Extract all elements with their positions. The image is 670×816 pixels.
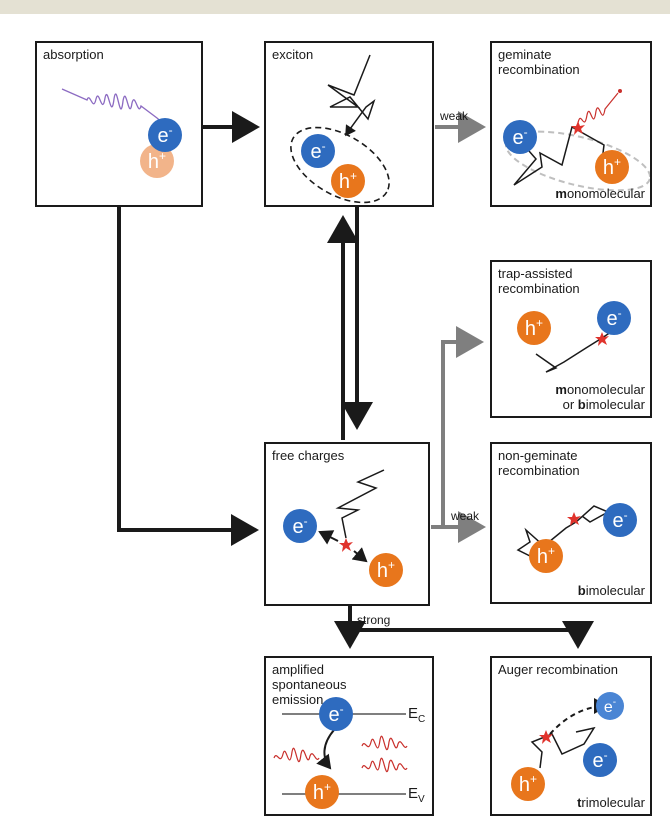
- h-glyph: h+: [148, 149, 166, 173]
- electron-particle: [148, 118, 182, 152]
- hole-particle: [511, 767, 545, 801]
- h-glyph: h+: [537, 544, 555, 568]
- free-charges-scene: e- h+: [283, 469, 403, 587]
- auger-order: trimolecular: [577, 795, 645, 810]
- h-glyph: h+: [313, 780, 331, 804]
- free-star: [339, 538, 353, 552]
- h-glyph: h+: [603, 155, 621, 179]
- ase-box: amplified spontaneous emission EC EV e- …: [264, 656, 434, 816]
- e-glyph: e-: [328, 702, 343, 726]
- ev-label: EV: [408, 785, 425, 805]
- h-glyph: h+: [519, 772, 537, 796]
- emission-wave-lower: [361, 757, 408, 773]
- geminate-trajectory: [513, 125, 605, 186]
- hole-particle-faint: [140, 144, 174, 178]
- trap-assisted-label: trap-assisted recombination: [498, 266, 580, 296]
- exciton-label: exciton: [272, 47, 314, 62]
- exciton-box: exciton e- h+: [264, 41, 434, 207]
- e-glyph: e-: [606, 306, 621, 330]
- hole-particle: [529, 539, 563, 573]
- trap-order: monomolecular or bimolecular: [555, 382, 645, 412]
- absorption-box: absorption h+ e-: [35, 41, 203, 207]
- emission-wave-left: [273, 747, 320, 763]
- arrow-absorption-free: [117, 207, 259, 546]
- trap-scene: h+ e-: [517, 301, 631, 373]
- photon-wave: [61, 88, 166, 126]
- free-charges-box: free charges e- h+: [264, 442, 430, 606]
- e-glyph: e-: [157, 123, 172, 147]
- top-band: [0, 0, 670, 14]
- e-glyph: e-: [292, 514, 307, 538]
- non-geminate-box: non-geminate recombination e- h+ bimolec…: [490, 442, 652, 604]
- e-glyph: e-: [512, 125, 527, 149]
- relaxation-arrow: [316, 729, 335, 770]
- electron-particle: [283, 509, 317, 543]
- electron-particle: [603, 503, 637, 537]
- trap-star: [595, 332, 609, 346]
- hole-particle: [517, 311, 551, 345]
- trap-assisted-box: trap-assisted recombination h+ e- monomo…: [490, 260, 652, 418]
- hole-particle: [595, 150, 629, 184]
- emission-wave-upper: [361, 735, 408, 751]
- strong-label: strong: [357, 613, 391, 627]
- ec-label: EC: [408, 705, 425, 725]
- arrow-free-auger: [350, 621, 594, 649]
- e-glyph: e-: [612, 508, 627, 532]
- geminate-scene: e- h+: [503, 89, 650, 192]
- geminate-order: monomolecular: [555, 186, 645, 201]
- arrow-free-trap: [431, 326, 484, 529]
- non-geminate-trajectory: [516, 505, 610, 561]
- recombination-star: [571, 121, 585, 135]
- electron-particle: [597, 301, 631, 335]
- exciton-trajectory: [327, 54, 376, 130]
- absorption-scene: h+ e-: [61, 88, 182, 178]
- non-geminate-scene: e- h+: [516, 503, 637, 573]
- weak-label-top: weak: [440, 109, 469, 123]
- auger-star: [539, 730, 553, 744]
- geminate-box: geminate recombination e- h+ monomolecul…: [490, 41, 652, 207]
- non-geminate-star: [567, 512, 581, 526]
- hole-particle: [305, 775, 339, 809]
- auger-box: Auger recombination e- e- h+ trimolecula…: [490, 656, 652, 816]
- e-glyph: e-: [592, 748, 607, 772]
- auger-scene: e- e- h+: [511, 692, 624, 801]
- exciton-scene: e- h+: [290, 54, 390, 204]
- electron-particle: [503, 120, 537, 154]
- e-glyph: e-: [604, 697, 616, 716]
- electron-particle: [301, 134, 335, 168]
- absorption-label: absorption: [43, 47, 104, 62]
- auger-label: Auger recombination: [498, 662, 618, 677]
- h-glyph: h+: [525, 316, 543, 340]
- e-glyph: e-: [310, 139, 325, 163]
- electron-particle: [319, 697, 353, 731]
- electron-particle: [583, 743, 617, 777]
- h-glyph: h+: [377, 558, 395, 582]
- auger-trajectory: [530, 726, 596, 769]
- free-charges-label: free charges: [272, 448, 345, 463]
- ase-scene: EC EV e- h+: [273, 697, 425, 809]
- ase-label: amplified spontaneous emission: [272, 662, 347, 707]
- non-geminate-label: non-geminate recombination: [498, 448, 580, 478]
- excited-electron-particle: [596, 692, 624, 720]
- emitted-photon: [577, 92, 619, 124]
- non-geminate-order: bimolecular: [577, 583, 645, 598]
- free-trajectory: [335, 469, 385, 539]
- weak-label-mid: weak: [451, 509, 480, 523]
- geminate-label: geminate recombination: [498, 47, 580, 77]
- hole-particle: [369, 553, 403, 587]
- hole-particle: [331, 164, 365, 198]
- h-glyph: h+: [339, 169, 357, 193]
